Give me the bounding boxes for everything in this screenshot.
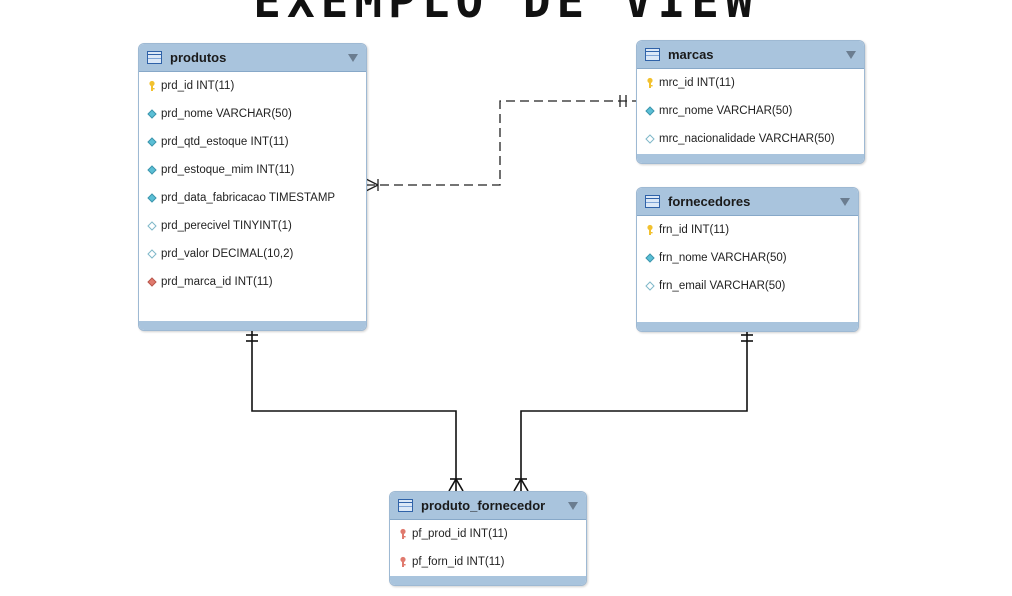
column-row[interactable]: prd_marca_id INT(11) bbox=[139, 268, 366, 296]
column-list: pf_prod_id INT(11) pf_forn_id INT(11) bbox=[390, 520, 586, 576]
table-header[interactable]: produto_fornecedor bbox=[390, 492, 586, 520]
column-row[interactable]: prd_valor DECIMAL(10,2) bbox=[139, 240, 366, 268]
table-marcas[interactable]: marcas mrc_id INT(11) mrc_nome VARCHAR(50… bbox=[636, 40, 865, 164]
column-list: prd_id INT(11) prd_nome VARCHAR(50) prd_qt… bbox=[139, 72, 366, 296]
relationship-fornecedores-produto-fornecedor[interactable] bbox=[513, 330, 753, 492]
table-icon bbox=[645, 195, 660, 208]
table-icon bbox=[147, 51, 162, 64]
column-row[interactable]: prd_perecivel TINYINT(1) bbox=[139, 212, 366, 240]
relationship-produtos-produto-fornecedor[interactable] bbox=[246, 330, 464, 492]
column-row[interactable]: prd_qtd_estoque INT(11) bbox=[139, 128, 366, 156]
not-null-column-icon bbox=[147, 137, 157, 147]
column-row[interactable]: mrc_nome VARCHAR(50) bbox=[637, 97, 864, 125]
relationship-produtos-marcas[interactable] bbox=[365, 95, 636, 192]
column-label: mrc_nome VARCHAR(50) bbox=[659, 105, 793, 117]
column-row[interactable]: prd_data_fabricacao TIMESTAMP bbox=[139, 184, 366, 212]
primary-foreign-key-icon bbox=[400, 528, 406, 539]
table-header[interactable]: produtos bbox=[139, 44, 366, 72]
column-list: mrc_id INT(11) mrc_nome VARCHAR(50) mrc_na… bbox=[637, 69, 864, 153]
table-footer bbox=[637, 154, 864, 163]
column-label: frn_id INT(11) bbox=[659, 224, 730, 236]
table-header[interactable]: fornecedores bbox=[637, 188, 858, 216]
table-icon bbox=[645, 48, 660, 61]
nullable-column-icon bbox=[147, 221, 157, 231]
table-icon bbox=[398, 499, 413, 512]
not-null-column-icon bbox=[645, 106, 655, 116]
not-null-column-icon bbox=[147, 165, 157, 175]
table-name: produto_fornecedor bbox=[421, 498, 546, 513]
collapse-arrow-icon[interactable] bbox=[840, 197, 850, 206]
primary-key-icon bbox=[647, 77, 653, 88]
column-label: prd_marca_id INT(11) bbox=[161, 276, 273, 288]
column-row[interactable]: pf_prod_id INT(11) bbox=[390, 520, 586, 548]
column-label: mrc_id INT(11) bbox=[659, 77, 735, 89]
collapse-arrow-icon[interactable] bbox=[568, 501, 578, 510]
column-row[interactable]: frn_nome VARCHAR(50) bbox=[637, 244, 858, 272]
not-null-column-icon bbox=[147, 193, 157, 203]
nullable-column-icon bbox=[645, 134, 655, 144]
column-label: prd_nome VARCHAR(50) bbox=[161, 108, 292, 120]
column-label: pf_prod_id INT(11) bbox=[412, 528, 508, 540]
column-label: prd_id INT(11) bbox=[161, 80, 235, 92]
table-header[interactable]: marcas bbox=[637, 41, 864, 69]
nullable-column-icon bbox=[645, 281, 655, 291]
table-footer bbox=[139, 321, 366, 330]
column-row[interactable]: frn_email VARCHAR(50) bbox=[637, 272, 858, 300]
table-footer bbox=[390, 576, 586, 585]
column-row[interactable]: pf_forn_id INT(11) bbox=[390, 548, 586, 576]
table-name: produtos bbox=[170, 50, 227, 65]
not-null-column-icon bbox=[147, 109, 157, 119]
column-row[interactable]: frn_id INT(11) bbox=[637, 216, 858, 244]
column-row[interactable]: mrc_id INT(11) bbox=[637, 69, 864, 97]
table-produto-fornecedor[interactable]: produto_fornecedor pf_prod_id INT(11)pf_… bbox=[389, 491, 587, 586]
foreign-key-column-icon bbox=[147, 277, 157, 287]
collapse-arrow-icon[interactable] bbox=[348, 53, 358, 62]
column-label: prd_data_fabricacao TIMESTAMP bbox=[161, 192, 336, 204]
column-label: prd_estoque_mim INT(11) bbox=[161, 164, 295, 176]
column-row[interactable]: prd_nome VARCHAR(50) bbox=[139, 100, 366, 128]
column-label: frn_email VARCHAR(50) bbox=[659, 280, 786, 292]
column-label: frn_nome VARCHAR(50) bbox=[659, 252, 787, 264]
nullable-column-icon bbox=[147, 249, 157, 259]
table-footer bbox=[637, 322, 858, 331]
collapse-arrow-icon[interactable] bbox=[846, 50, 856, 59]
column-row[interactable]: prd_estoque_mim INT(11) bbox=[139, 156, 366, 184]
table-fornecedores[interactable]: fornecedores frn_id INT(11) frn_nome VARC… bbox=[636, 187, 859, 332]
column-label: mrc_nacionalidade VARCHAR(50) bbox=[659, 133, 835, 145]
not-null-column-icon bbox=[645, 253, 655, 263]
primary-key-icon bbox=[647, 224, 653, 235]
column-list: frn_id INT(11) frn_nome VARCHAR(50) frn_em… bbox=[637, 216, 858, 300]
table-produtos[interactable]: produtos prd_id INT(11) prd_nome VARCHAR(… bbox=[138, 43, 367, 331]
primary-foreign-key-icon bbox=[400, 556, 406, 567]
column-row[interactable]: prd_id INT(11) bbox=[139, 72, 366, 100]
table-name: marcas bbox=[668, 47, 714, 62]
table-name: fornecedores bbox=[668, 194, 751, 209]
diagram-title: EXEMPLO DE VIEW bbox=[253, 0, 759, 28]
column-label: pf_forn_id INT(11) bbox=[412, 556, 505, 568]
column-label: prd_perecivel TINYINT(1) bbox=[161, 220, 292, 232]
column-row[interactable]: mrc_nacionalidade VARCHAR(50) bbox=[637, 125, 864, 153]
primary-key-icon bbox=[149, 80, 155, 91]
column-label: prd_qtd_estoque INT(11) bbox=[161, 136, 289, 148]
column-label: prd_valor DECIMAL(10,2) bbox=[161, 248, 294, 260]
